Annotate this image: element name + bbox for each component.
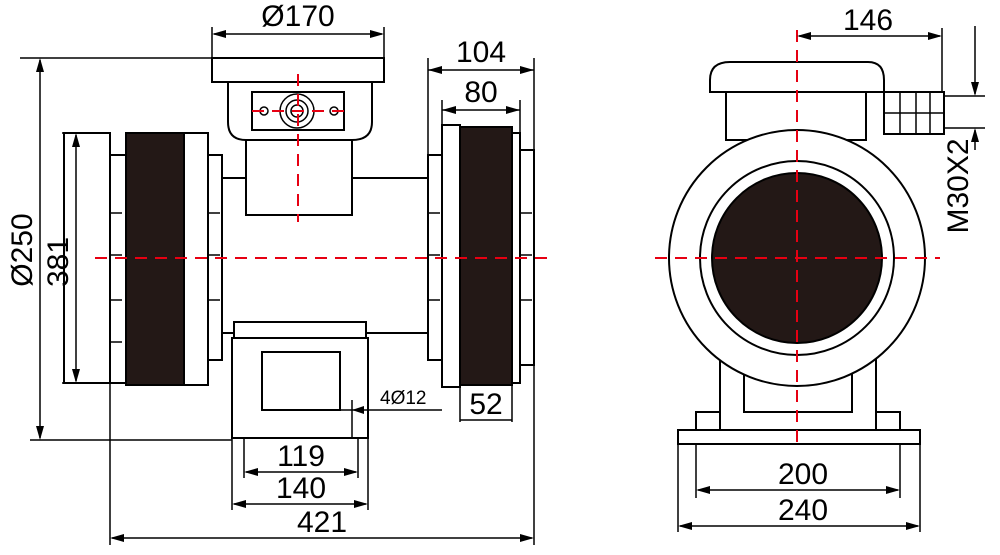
dim-top-dia: Ø170	[261, 0, 334, 33]
dim-base-inner: 119	[277, 440, 325, 473]
front-view	[63, 57, 555, 439]
left-flange-plate	[109, 154, 127, 384]
dim-side-offset: 146	[843, 4, 893, 37]
right-flange-left	[441, 124, 461, 388]
dim-outer-dia: Ø250	[6, 213, 39, 286]
dim-flange-base: 52	[469, 388, 502, 421]
left-flange-ticks	[110, 212, 220, 343]
side-view	[655, 30, 945, 450]
side-dimensions: 146 M30X2 200 240	[677, 4, 985, 532]
dim-side-base-outer: 240	[778, 494, 828, 527]
dim-base-outer: 140	[276, 472, 326, 505]
right-motor-core	[459, 126, 513, 386]
dim-flange-inner: 80	[464, 76, 497, 109]
dim-side-base-inner: 200	[778, 458, 828, 491]
dim-total-length: 421	[297, 506, 347, 539]
outlet-opening	[261, 351, 341, 411]
front-dimensions: Ø170 104 80 Ø250 381 4Ø12	[6, 0, 535, 545]
dim-flange-width: 104	[456, 36, 506, 69]
outlet-lip	[233, 321, 367, 339]
side-base-plate	[677, 429, 921, 445]
dim-hole-note: 4Ø12	[380, 388, 426, 409]
dim-height: 381	[42, 237, 75, 287]
dim-thread: M30X2	[942, 138, 975, 233]
side-foot-left	[695, 411, 721, 431]
side-foot-right	[875, 411, 901, 431]
right-flange-ticks	[428, 212, 532, 301]
